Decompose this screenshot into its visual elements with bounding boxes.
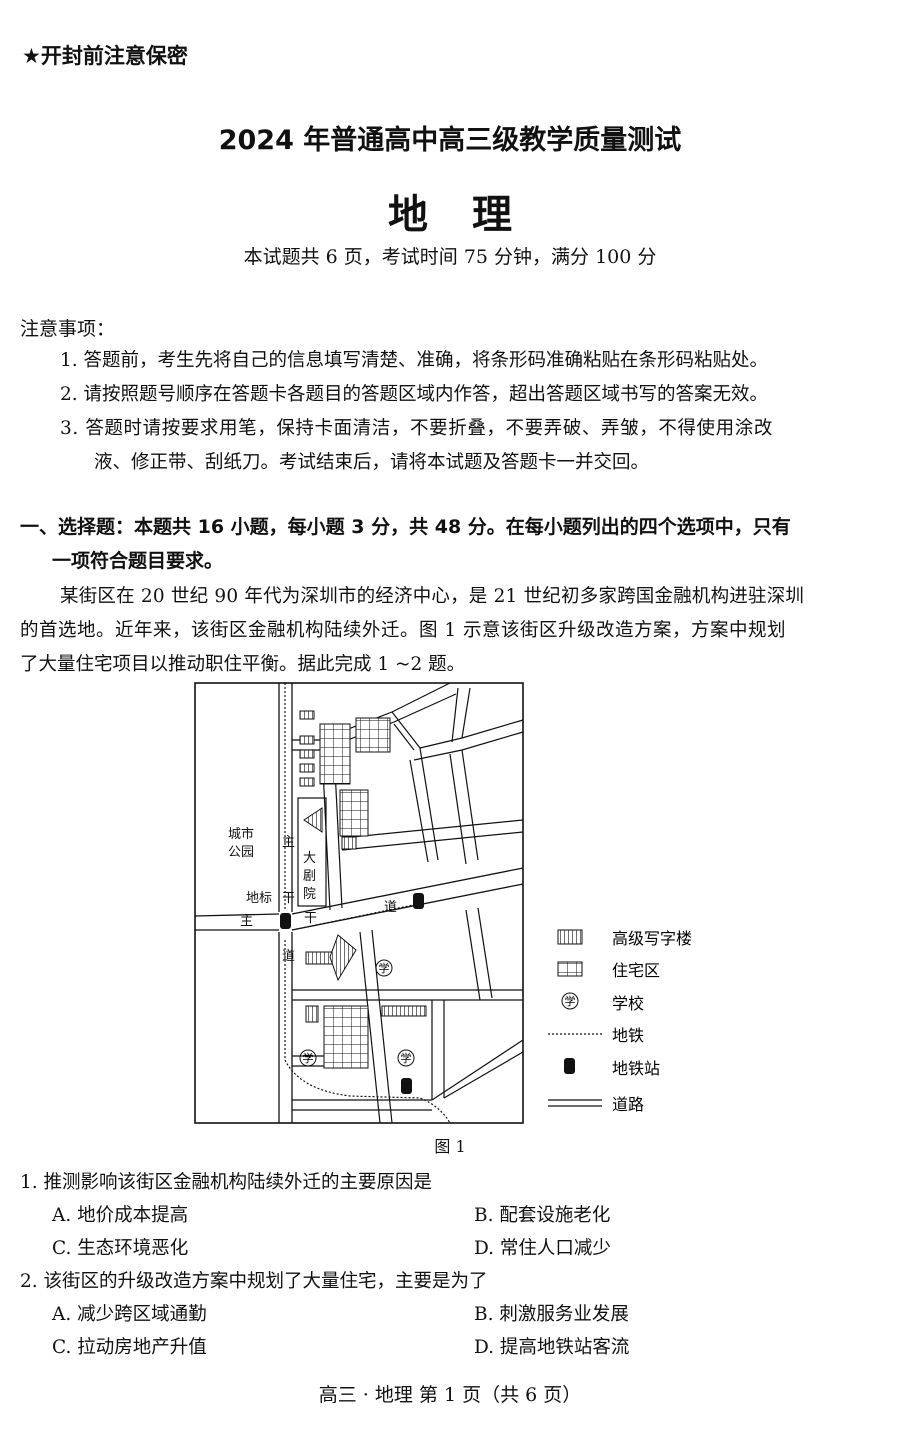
subway-station-icon [564, 1058, 575, 1074]
road-label: 主 [282, 835, 295, 850]
question-option: D. 提高地铁站客流 [474, 1337, 630, 1358]
page-footer: 高三 · 地理 第 1 页（共 6 页） [318, 1384, 582, 1406]
map-label-theatre: 院 [303, 887, 316, 902]
figure-caption: 图 1 [434, 1137, 466, 1156]
map-label-landmark: 地标 [246, 891, 272, 906]
road-icon [548, 1099, 602, 1107]
theatre-building [303, 807, 323, 833]
map-border [194, 682, 524, 1124]
confidential-label: ★开封前注意保密 [22, 44, 188, 68]
road-label: 干 [304, 911, 317, 926]
road-label: 道 [282, 949, 295, 964]
map-legend: 高级写字楼 住宅区 学 学校 地铁 地铁站 道路 [548, 929, 692, 1114]
svg-text:学: 学 [565, 994, 576, 1008]
residential-icon [557, 961, 583, 977]
question-option: B. 配套设施老化 [474, 1205, 611, 1226]
section-heading-continued: 一项符合题目要求。 [52, 550, 224, 572]
main-road-vertical [278, 683, 293, 1123]
map-label-theatre: 大 [303, 851, 316, 866]
road-label: 道 [384, 900, 397, 915]
map-label-city-park: 公园 [228, 845, 254, 860]
map-label-city-park: 城市 [228, 826, 254, 842]
map-label-theatre: 剧 [303, 869, 316, 884]
svg-text:学: 学 [379, 961, 390, 975]
svg-text:高级写字楼: 高级写字楼 [612, 929, 692, 948]
section-heading: 一、选择题：本题共 16 小题，每小题 3 分，共 48 分。在每小题列出的四个… [20, 516, 791, 538]
main-road-horizontal [194, 867, 524, 931]
subject-title: 地理 [388, 192, 556, 238]
road-label: 干 [282, 891, 295, 906]
passage-line: 了大量住宅项目以推动职住平衡。据此完成 1 ~2 题。 [20, 654, 466, 675]
exam-title: 2024 年普通高中高三级教学质量测试 [218, 125, 682, 156]
road-label: 主 [240, 914, 253, 929]
school-icon [561, 992, 579, 1010]
exam-info: 本试题共 6 页，考试时间 75 分钟，满分 100 分 [243, 246, 657, 268]
svg-text:学校: 学校 [612, 994, 644, 1013]
question-stem: 2. 该街区的升级改造方案中规划了大量住宅，主要是为了 [20, 1271, 488, 1292]
note-item-continued: 液、修正带、刮纸刀。考试结束后，请将本试题及答题卡一并交回。 [94, 452, 650, 473]
note-item: 1. 答题前，考生先将自己的信息填写清楚、准确，将条形码准确粘贴在条形码粘贴处。 [60, 350, 769, 371]
svg-text:学: 学 [303, 1051, 314, 1065]
question-option: C. 生态环境恶化 [52, 1238, 189, 1259]
svg-text:住宅区: 住宅区 [612, 961, 660, 980]
question-option: A. 减少跨区域通勤 [52, 1304, 207, 1325]
office-buildings [299, 710, 427, 1023]
question-option: C. 拉动房地产升值 [52, 1337, 207, 1358]
office-building-icon [557, 929, 583, 945]
question-stem: 1. 推测影响该街区金融机构陆续外迁的主要原因是 [20, 1172, 433, 1193]
svg-text:道路: 道路 [612, 1095, 644, 1114]
svg-text:学: 学 [401, 1051, 412, 1065]
residential-areas [319, 717, 391, 1069]
subway-line [284, 683, 451, 1124]
passage-line: 某街区在 20 世纪 90 年代为深圳市的经济中心，是 21 世纪初多家跨国金融… [60, 586, 805, 607]
svg-text:地铁: 地铁 [612, 1026, 644, 1045]
subway-station-icon [280, 893, 424, 1094]
notes-title: 注意事项： [20, 318, 116, 340]
passage-line: 的首选地。近年来，该街区金融机构陆续外迁。图 1 示意该街区升级改造方案，方案中… [20, 620, 787, 641]
svg-text:地铁站: 地铁站 [612, 1059, 660, 1078]
note-item: 3. 答题时请按要求用笔，保持卡面清洁，不要折叠，不要弄破、弄皱，不得使用涂改 [60, 418, 773, 439]
question-option: B. 刺激服务业发展 [474, 1304, 629, 1325]
question-option: A. 地价成本提高 [52, 1205, 189, 1226]
theatre-block [297, 797, 327, 907]
note-item: 2. 请按照题号顺序在答题卡各题目的答题区域内作答，超出答题区域书写的答案无效。 [60, 384, 769, 405]
school-icon: 学 学 学 [299, 959, 415, 1067]
question-option: D. 常住人口减少 [474, 1238, 611, 1259]
